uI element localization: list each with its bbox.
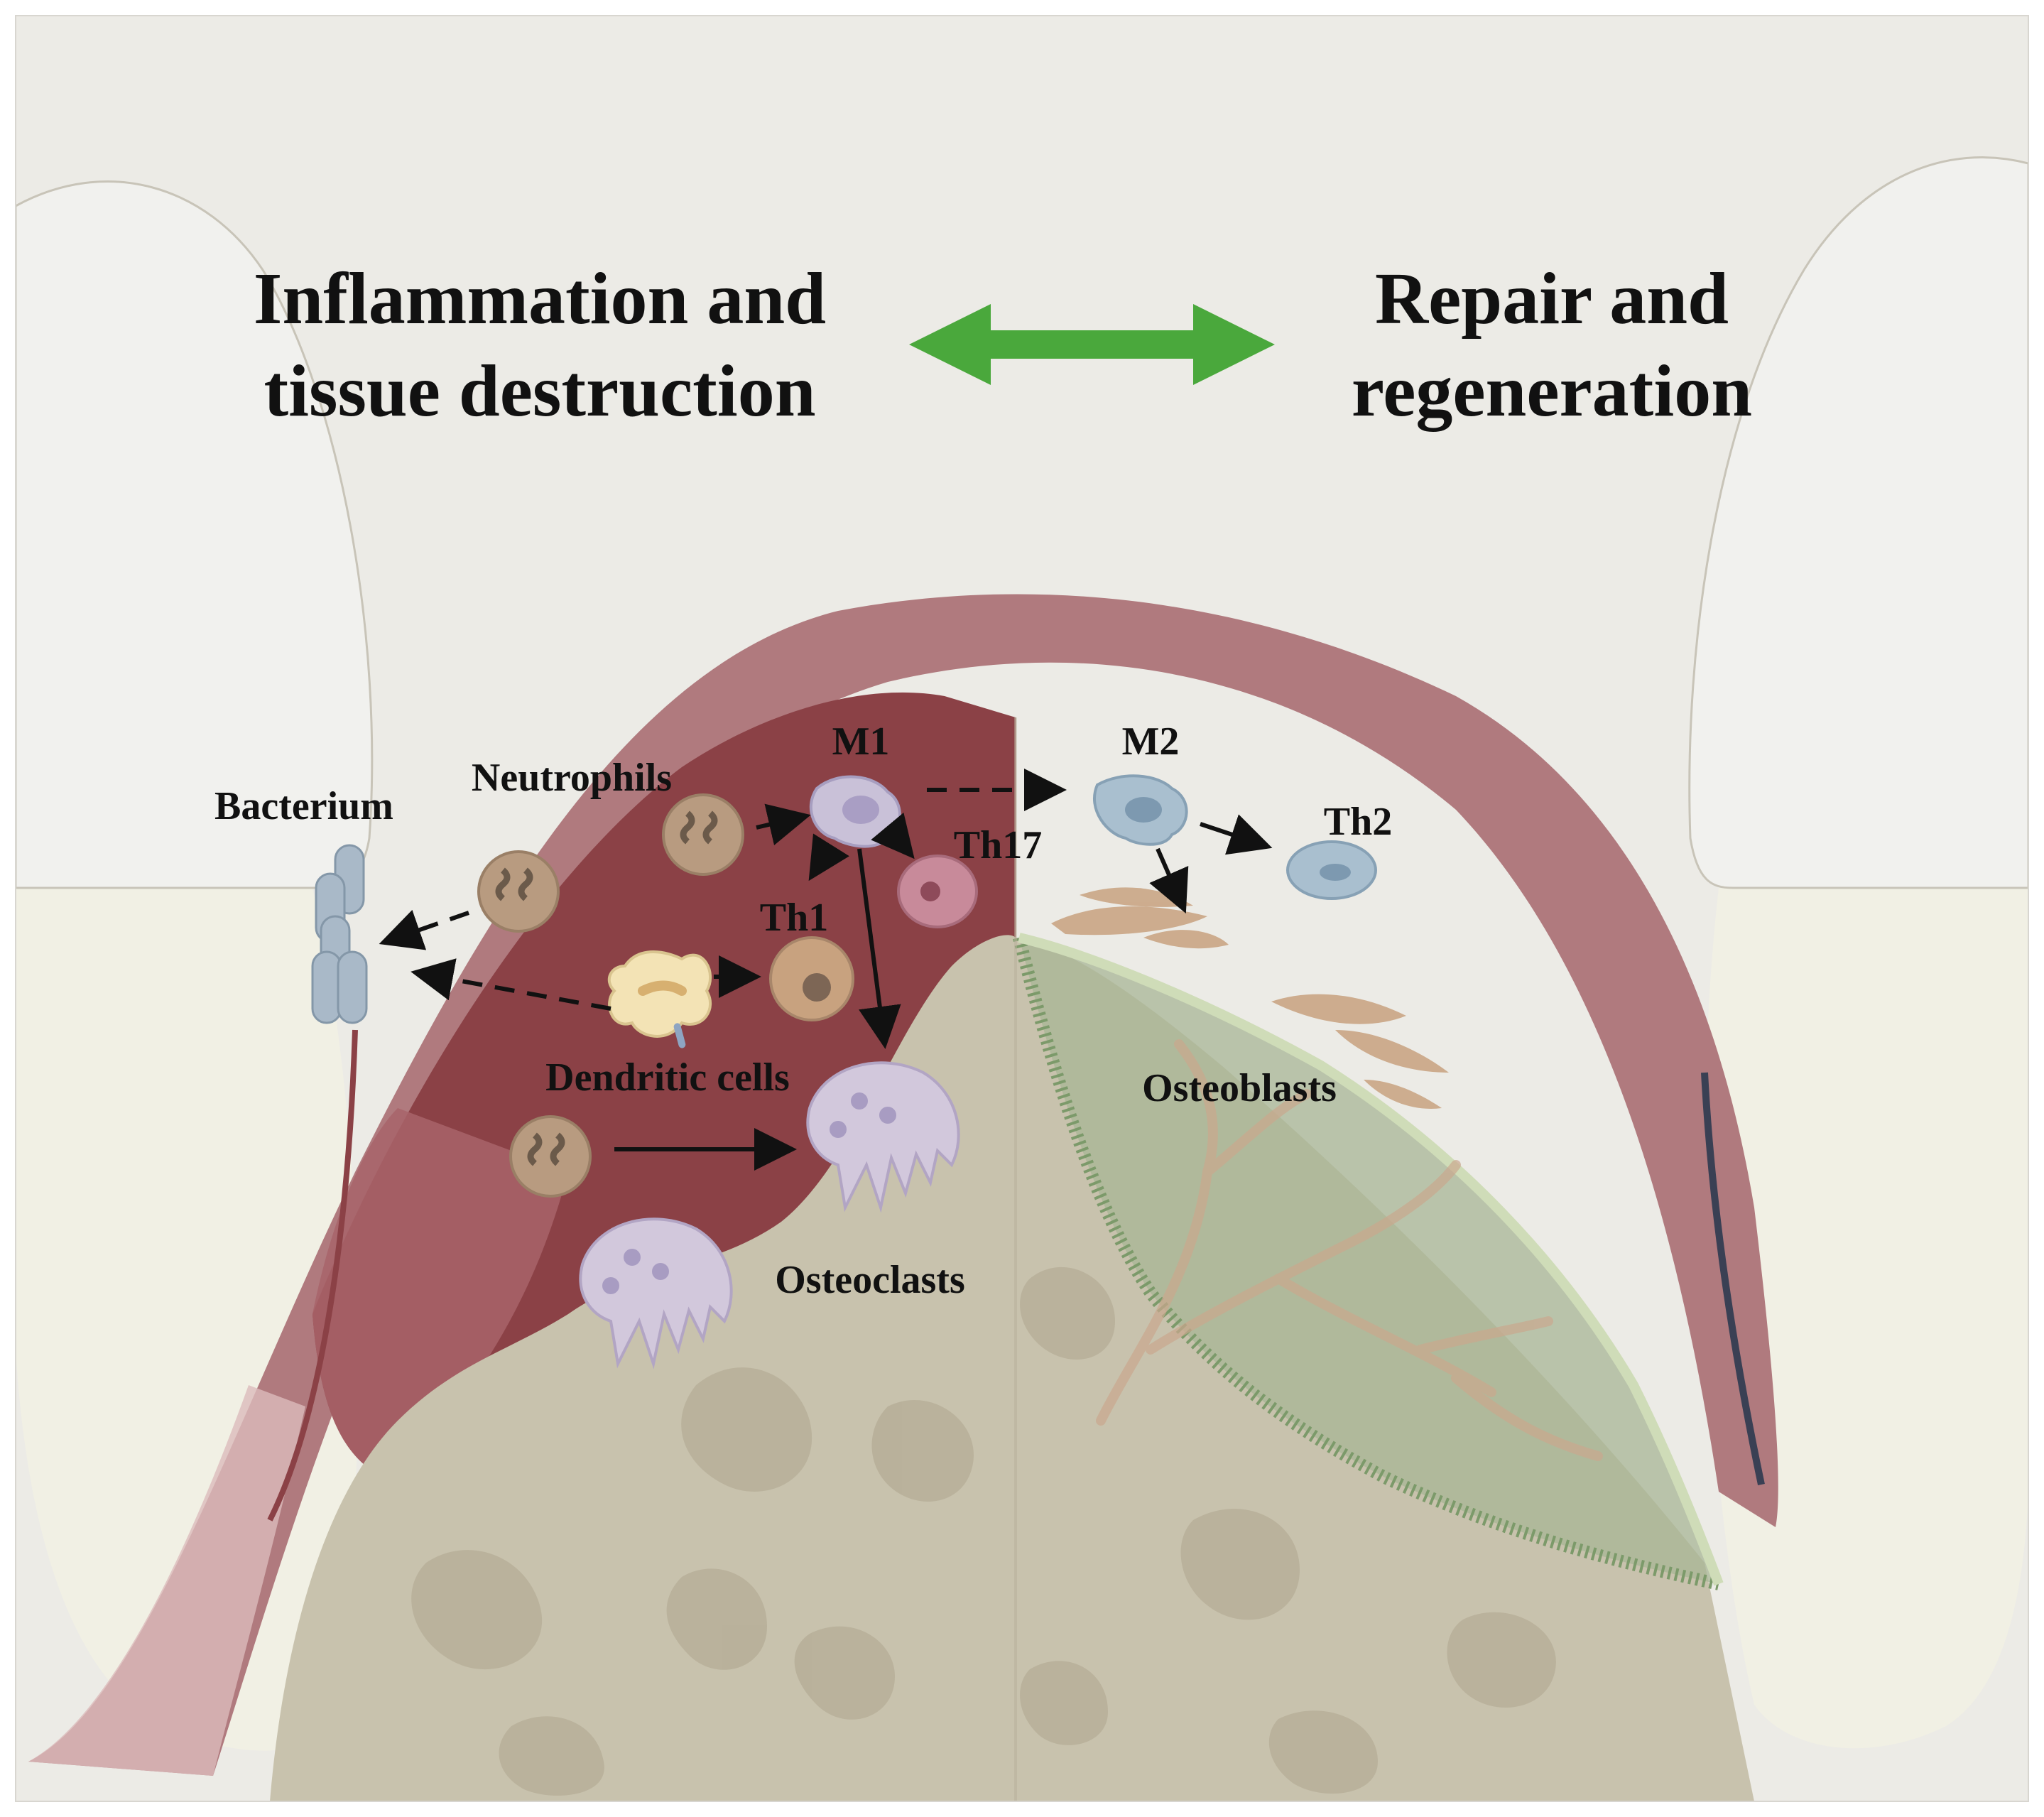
th17-cell-icon bbox=[897, 855, 978, 928]
right-title-line1: Repair and bbox=[1375, 258, 1729, 340]
inflamed-lower bbox=[312, 1108, 568, 1477]
label-m1: M1 bbox=[832, 720, 890, 764]
arrow-m1-th1 bbox=[808, 833, 849, 882]
right-tooth-crown bbox=[1688, 156, 2028, 889]
regenerating-bone bbox=[1019, 938, 1719, 1584]
label-m2: M2 bbox=[1122, 720, 1180, 764]
arrow-m2-osteoblast bbox=[1149, 847, 1189, 913]
label-th2: Th2 bbox=[1324, 800, 1393, 844]
right-title-line2: regeneration bbox=[1352, 350, 1752, 432]
arrow-neutrophil-m1 bbox=[756, 803, 811, 846]
left-title-line1: Inflammation and bbox=[254, 258, 826, 340]
arrow-m2-th2 bbox=[1200, 814, 1273, 855]
th2-cell-icon bbox=[1286, 840, 1377, 900]
osteoclast-icon bbox=[806, 1061, 960, 1213]
neutrophil-icon bbox=[477, 850, 560, 933]
osteoblast-icon bbox=[1271, 994, 1449, 1109]
label-th1: Th1 bbox=[760, 896, 829, 940]
arrows bbox=[379, 769, 1273, 1171]
label-th17: Th17 bbox=[954, 823, 1043, 867]
left-title-line2: tissue destruction bbox=[263, 350, 815, 432]
neutrophil-icon bbox=[509, 1115, 592, 1198]
neutrophil-icon bbox=[662, 793, 744, 876]
label-dendritic-cells: Dendritic cells bbox=[545, 1056, 790, 1100]
frame-border bbox=[15, 15, 2029, 1802]
osteoblast-icon bbox=[1051, 887, 1229, 949]
label-osteoclasts: Osteoclasts bbox=[775, 1258, 965, 1302]
blood-vessels bbox=[1096, 1039, 1603, 1461]
gingiva-lower bbox=[28, 1385, 305, 1776]
osteoclast-icon bbox=[579, 1217, 733, 1369]
arrow-m1-osteoclast bbox=[857, 848, 901, 1049]
left-ligament bbox=[267, 1029, 358, 1522]
th1-cell-icon bbox=[769, 936, 854, 1021]
label-osteoblasts: Osteoblasts bbox=[1142, 1066, 1337, 1110]
bidirectional-arrow bbox=[909, 304, 1275, 385]
right-tooth-root bbox=[1704, 888, 2028, 1749]
label-neutrophils: Neutrophils bbox=[472, 756, 672, 800]
bone-spots bbox=[411, 1267, 1556, 1796]
right-ligament bbox=[1701, 1072, 1765, 1486]
arrow-m1-th17 bbox=[871, 812, 915, 859]
regenerating-bone-edge bbox=[1013, 935, 1720, 1590]
dendritic-cell-icon bbox=[607, 950, 712, 1048]
m2-macrophage-icon bbox=[1092, 774, 1188, 846]
periosteum-edge bbox=[1018, 933, 1724, 1586]
bacterium-icon bbox=[311, 844, 368, 1024]
arrow-neutrophil-bacterium bbox=[379, 909, 469, 950]
label-bacterium: Bacterium bbox=[214, 784, 393, 828]
